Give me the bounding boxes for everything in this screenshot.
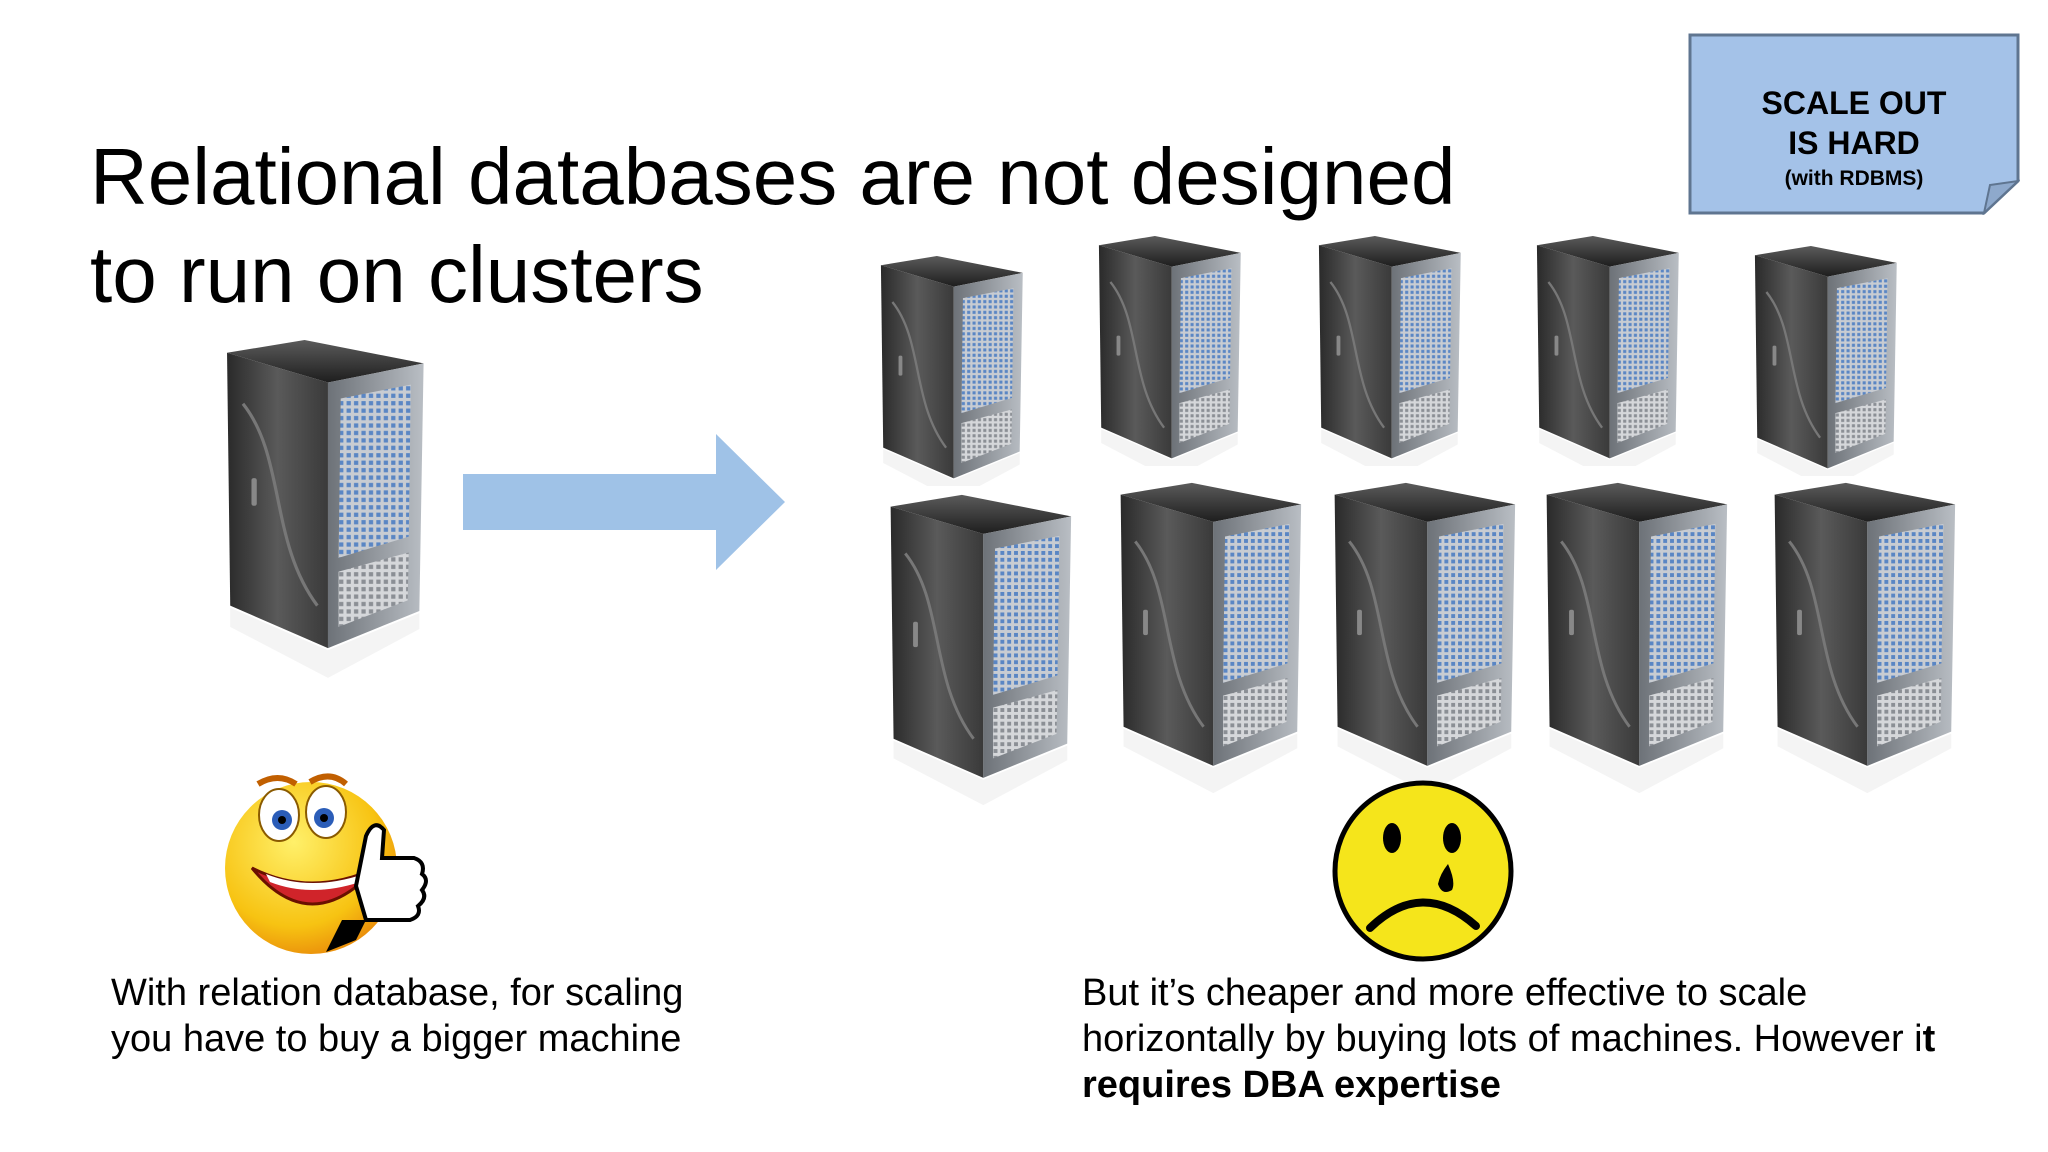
callout-subtext: (with RDBMS) — [1784, 167, 1924, 190]
slide-title: Relational databases are not designed to… — [90, 132, 1456, 319]
callout-line-2: IS HARD — [1788, 125, 1920, 161]
cluster-server-icon — [889, 493, 1073, 807]
right-arrow-icon — [463, 434, 785, 570]
cluster-server-icon — [879, 256, 1024, 486]
cluster-server-icon — [1545, 481, 1729, 795]
callout-line-1: SCALE OUT — [1761, 85, 1947, 121]
callout-box-shape — [1688, 33, 2020, 215]
cluster-server-icon — [1119, 481, 1303, 795]
cluster-server-icon — [1753, 246, 1898, 476]
cluster-server-icon — [1317, 236, 1462, 466]
caption-bold-text: t requires DBA expertise — [1082, 1018, 1936, 1106]
cluster-server-icon — [1097, 236, 1242, 466]
scale-out-callout: SCALE OUT IS HARD (with RDBMS) — [1688, 33, 2020, 215]
caption-regular-text: But it’s cheaper and more effective to s… — [1082, 972, 1923, 1060]
happy-thumbs-up-smiley-icon — [225, 773, 428, 954]
horizontal-scaling-caption: But it’s cheaper and more effective to s… — [1082, 970, 2002, 1108]
cluster-server-icon — [1773, 481, 1957, 795]
single-server-icon — [225, 340, 426, 680]
vertical-scaling-caption: With relation database, for scaling you … — [111, 972, 684, 1060]
sad-crying-smiley-icon — [1332, 780, 1514, 962]
cluster-server-icon — [1333, 481, 1517, 795]
cluster-server-icon — [1535, 236, 1680, 466]
